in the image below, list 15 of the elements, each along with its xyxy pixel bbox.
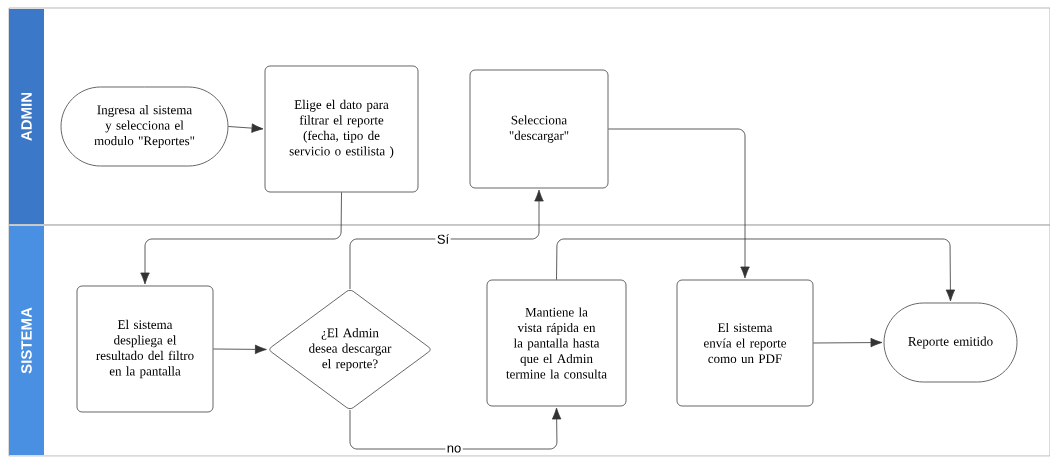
arrow xyxy=(140,192,342,285)
arrow xyxy=(608,128,750,279)
process-box: Elige el dato para filtrar el reporte (fecha, tipo de servicio o estilista ) xyxy=(264,65,419,193)
edge-label: no xyxy=(445,443,463,455)
arrow xyxy=(556,238,956,302)
edge-label: Sí xyxy=(435,232,451,246)
arrow xyxy=(349,407,562,450)
arrow xyxy=(228,123,264,133)
process-box: El sistema envía el reporte como un PDF xyxy=(676,279,814,407)
process-box: Selecciona "descargar" xyxy=(469,69,609,189)
process-box: Mantiene la vista rápida en la pantalla hasta que el Admin termine la consulta xyxy=(486,279,627,407)
arrow xyxy=(213,344,267,355)
arrow xyxy=(813,337,883,348)
process-box: El sistema despliega el resultado del filtro en la pantalla xyxy=(76,285,214,413)
arrow xyxy=(349,189,544,290)
